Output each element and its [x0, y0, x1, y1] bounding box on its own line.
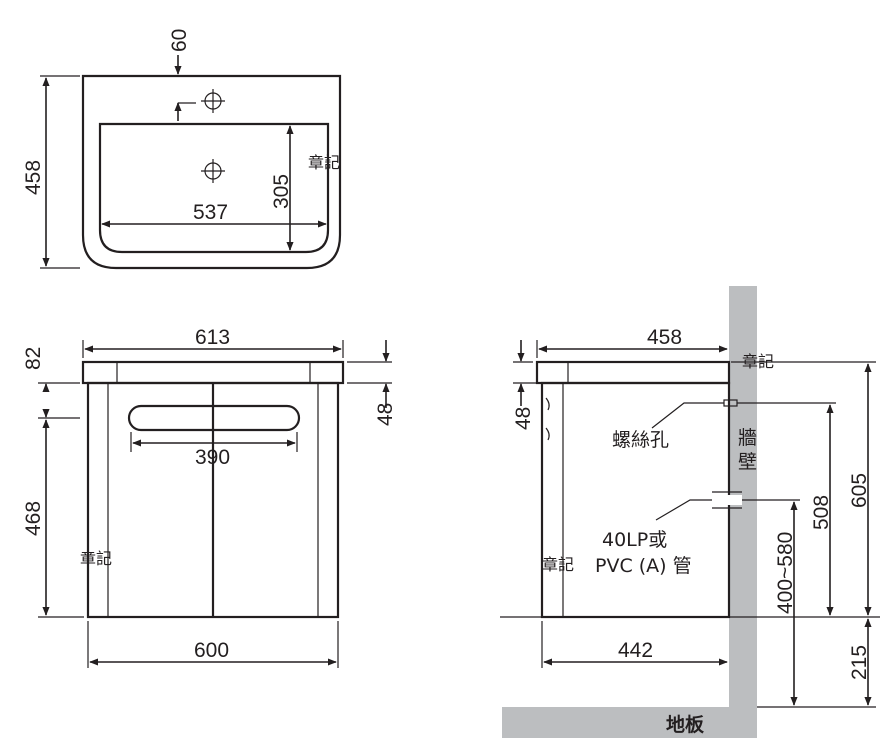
pipe-label-1: 40LP或 — [602, 529, 667, 551]
pipe-leader — [655, 499, 712, 521]
dim-390-label: 390 — [195, 446, 230, 469]
wall-label-2: 壁 — [738, 451, 757, 473]
dim-458-label: 458 — [22, 160, 45, 195]
side-mark-top: 章記 — [742, 352, 774, 371]
dim-613-label: 613 — [195, 326, 230, 349]
basin-bowl — [98, 122, 330, 254]
floor — [502, 707, 757, 738]
dim-48-label: 48 — [374, 403, 397, 426]
cabinet-front-view: 613 82 48 468 390 600 章記 — [22, 326, 397, 668]
dim-215-label: 215 — [848, 645, 871, 680]
dim-605-label: 605 — [848, 473, 871, 508]
screw-hole-leader — [651, 402, 724, 429]
dim-60-label: 60 — [168, 29, 191, 52]
drain-pipe-icon — [712, 491, 742, 509]
drain-hole-icon — [201, 159, 225, 183]
front-countertop — [81, 360, 345, 385]
side-countertop — [535, 360, 731, 385]
screw-hole-label: 螺絲孔 — [612, 429, 669, 451]
front-mark: 章記 — [80, 549, 112, 568]
side-hinge-marks — [545, 397, 550, 441]
dim-442-label: 442 — [618, 639, 653, 662]
dim-82-label: 82 — [22, 347, 45, 370]
basin-mark: 章記 — [308, 153, 340, 172]
dim-508-label: 508 — [810, 495, 833, 530]
dim-537-label: 537 — [193, 201, 228, 224]
front-handle-slot — [127, 404, 301, 432]
pipe-label-2: PVC (A) 管 — [595, 555, 692, 577]
faucet-hole-icon — [201, 89, 225, 113]
cabinet-side-view: 牆 壁 地板 458 48 螺絲孔 4 — [500, 286, 880, 738]
side-mark-left: 章記 — [542, 555, 574, 574]
dim-400-580-label: 400~580 — [774, 532, 797, 614]
basin-outline — [81, 74, 342, 270]
dim-side-48-label: 48 — [512, 407, 535, 430]
floor-label: 地板 — [666, 713, 705, 736]
dim-side-458-label: 458 — [647, 326, 682, 349]
dim-600-label: 600 — [194, 639, 229, 662]
wall — [729, 286, 757, 738]
wall-label-1: 牆 — [738, 427, 757, 449]
dim-305-label: 305 — [270, 174, 293, 209]
basin-top-view: 60 458 305 537 章記 — [22, 29, 342, 270]
dim-468-label: 468 — [22, 501, 45, 536]
